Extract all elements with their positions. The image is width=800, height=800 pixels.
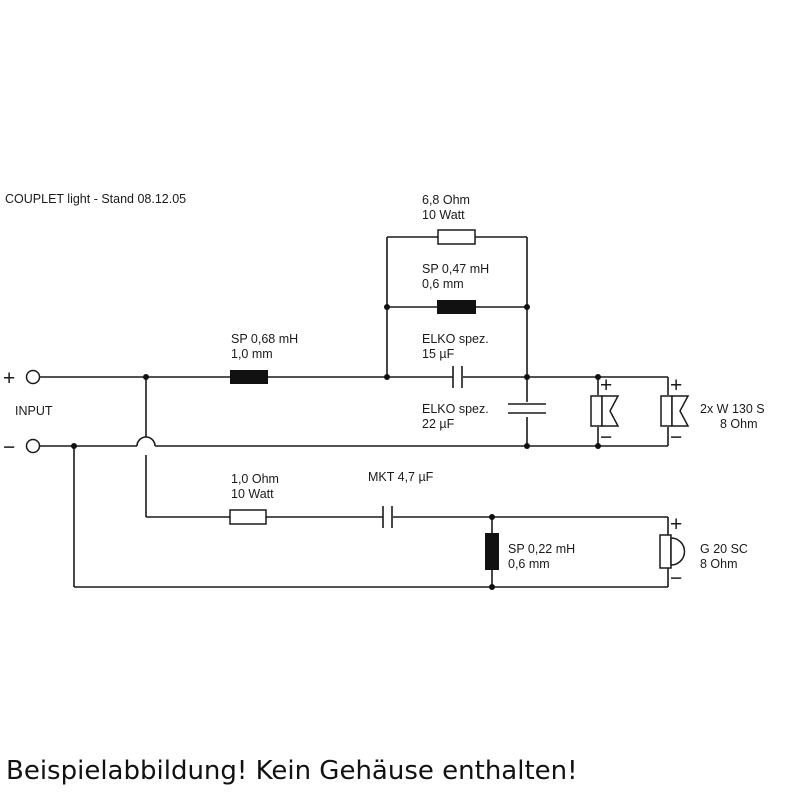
svg-text:10 Watt: 10 Watt <box>422 208 465 222</box>
svg-text:10 Watt: 10 Watt <box>231 487 274 501</box>
coil-0-22-mh: SP 0,22 mH 0,6 mm <box>485 533 575 571</box>
svg-text:15 µF: 15 µF <box>422 347 455 361</box>
svg-text:MKT 4,7 µF: MKT 4,7 µF <box>368 470 434 484</box>
capacitor-elko-22uf: ELKO spez. 22 µF <box>422 402 546 431</box>
svg-text:−: − <box>670 426 682 449</box>
input-minus-terminal <box>25 438 41 454</box>
wires <box>40 236 669 588</box>
svg-text:1,0 Ohm: 1,0 Ohm <box>231 472 279 486</box>
input-terminals: + − INPUT <box>3 367 53 459</box>
capacitor-elko-15uf: ELKO spez. 15 µF <box>422 332 489 388</box>
input-minus-sign: − <box>3 436 15 459</box>
svg-text:22 µF: 22 µF <box>422 417 455 431</box>
woofer-driver-2: + − <box>660 374 690 449</box>
svg-text:SP 0,22 mH: SP 0,22 mH <box>508 542 575 556</box>
woofer-label: 2x W 130 S <box>700 402 765 416</box>
svg-text:1,0 mm: 1,0 mm <box>231 347 273 361</box>
caption: Beispielabbildung! Kein Gehäuse enthalte… <box>6 756 578 786</box>
svg-text:+: + <box>670 374 682 397</box>
resistor-1-0-ohm: 1,0 Ohm 10 Watt <box>229 472 279 525</box>
resistor-6-8-ohm: 6,8 Ohm 10 Watt <box>422 193 476 245</box>
svg-text:ELKO spez.: ELKO spez. <box>422 332 489 346</box>
svg-text:6,8 Ohm: 6,8 Ohm <box>422 193 470 207</box>
tweeter-impedance: 8 Ohm <box>700 557 738 571</box>
svg-text:0,6 mm: 0,6 mm <box>508 557 550 571</box>
input-plus-terminal <box>25 369 41 385</box>
junction-dots <box>71 304 601 590</box>
input-label: INPUT <box>15 404 53 418</box>
input-plus-sign: + <box>3 367 15 390</box>
svg-text:+: + <box>670 513 682 536</box>
svg-text:SP 0,47 mH: SP 0,47 mH <box>422 262 489 276</box>
woofer-impedance: 8 Ohm <box>720 417 758 431</box>
tweeter-driver: + − <box>659 513 686 590</box>
svg-text:+: + <box>600 374 612 397</box>
svg-text:0,6 mm: 0,6 mm <box>422 277 464 291</box>
svg-text:−: − <box>600 426 612 449</box>
svg-text:ELKO spez.: ELKO spez. <box>422 402 489 416</box>
coil-0-47-mh: SP 0,47 mH 0,6 mm <box>422 262 489 314</box>
capacitor-mkt-4-7uf: MKT 4,7 µF <box>368 470 434 528</box>
coil-0-68-mh: SP 0,68 mH 1,0 mm <box>230 332 298 384</box>
woofer-driver-1: + − <box>590 374 620 449</box>
schematic-title: COUPLET light - Stand 08.12.05 <box>5 192 186 206</box>
svg-text:−: − <box>670 567 682 590</box>
tweeter-label: G 20 SC <box>700 542 748 556</box>
svg-text:SP 0,68 mH: SP 0,68 mH <box>231 332 298 346</box>
